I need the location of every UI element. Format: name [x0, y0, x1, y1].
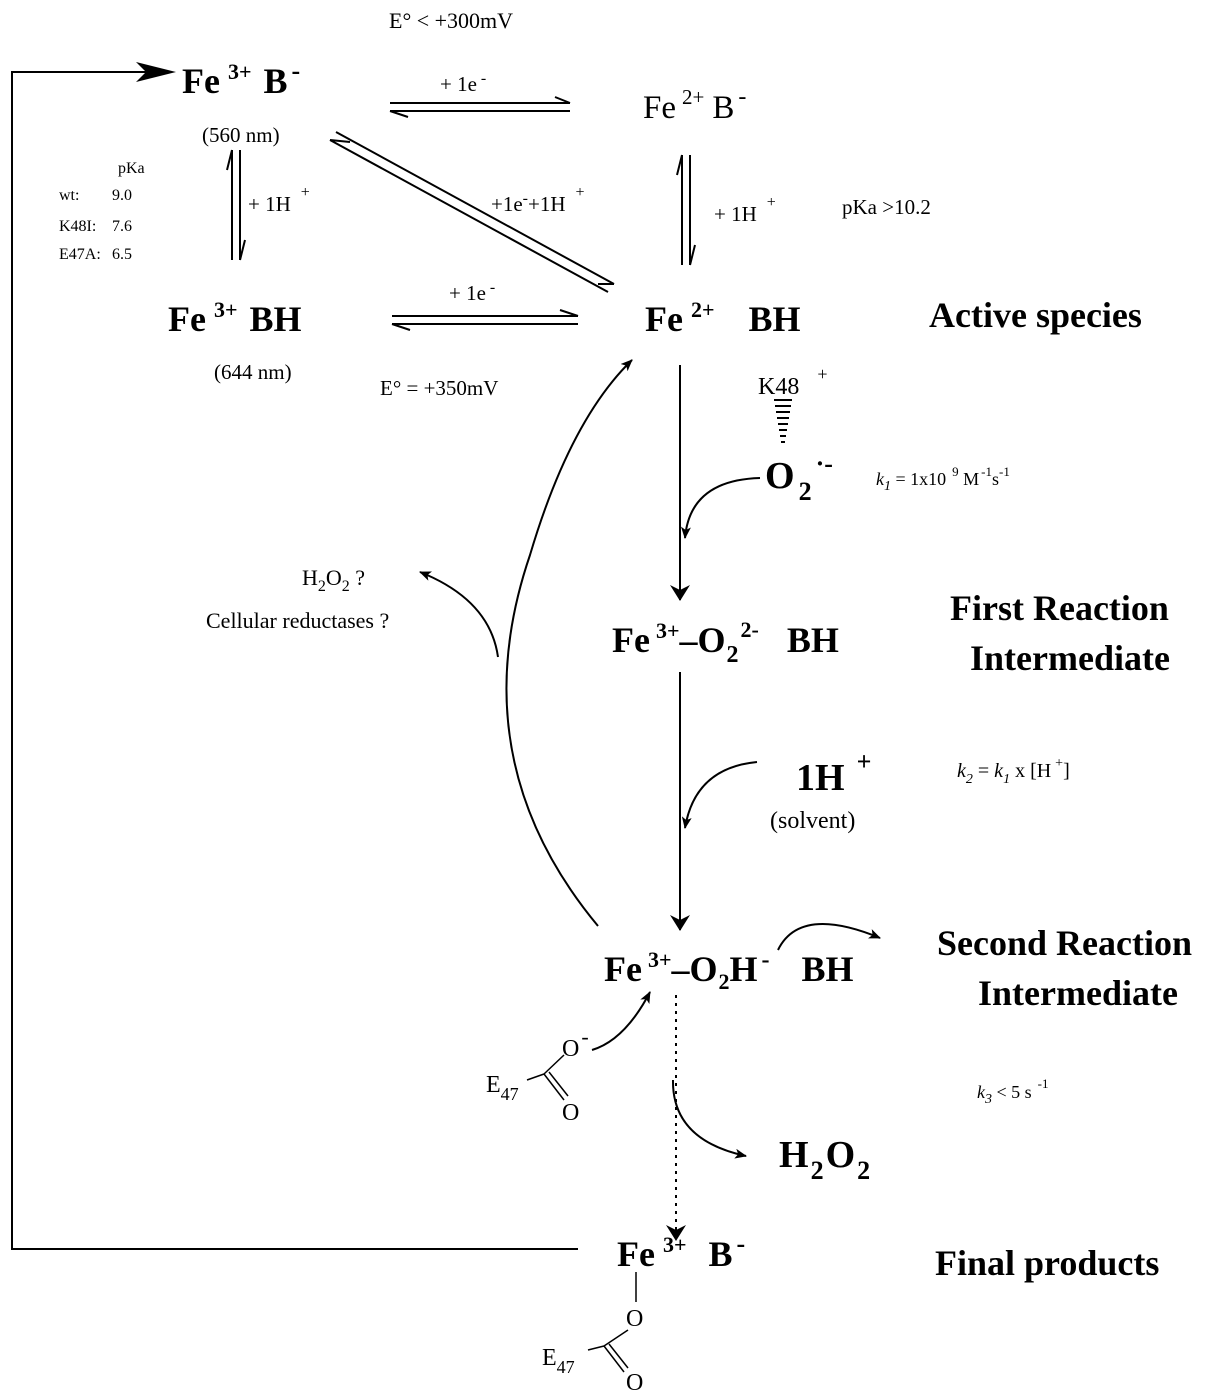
h2o2-product: H2O2 — [779, 1134, 870, 1185]
wavelength-560: (560 nm) — [202, 123, 280, 147]
e47-carboxylate: E47 O- O — [486, 1024, 589, 1126]
pka-row-e47a-value: 6.5 — [112, 246, 132, 263]
pka-header: pKa — [118, 160, 145, 177]
h2o2-question: H2O2 ? — [302, 565, 365, 595]
svg-text:E47: E47 — [486, 1072, 519, 1104]
label-second-intermediate-1: Second Reaction — [937, 923, 1192, 963]
pka-row-wt-label: wt: — [59, 187, 79, 204]
cellular-reductases: Cellular reductases ? — [206, 608, 389, 633]
rate-k2: k2 = k1 x [H+] — [957, 756, 1070, 787]
pka-row-wt-value: 9.0 — [112, 187, 132, 204]
label-first-intermediate-2: Intermediate — [970, 638, 1170, 678]
pka-row-k48i-value: 7.6 — [112, 218, 132, 235]
svg-text:E47: E47 — [542, 1345, 575, 1377]
feedback-loop-line — [11, 71, 578, 1250]
svg-text:O: O — [626, 1370, 643, 1392]
k48-residue: K48+ — [758, 364, 828, 400]
solvent-label: (solvent) — [770, 808, 855, 834]
label-first-intermediate-1: First Reaction — [950, 588, 1169, 628]
label-second-intermediate-2: Intermediate — [978, 973, 1178, 1013]
top-potential: E° < +300mV — [389, 8, 513, 33]
svg-text:O: O — [626, 1306, 643, 1332]
proton: 1H+ — [796, 747, 871, 799]
feedback-loop-head — [136, 62, 176, 82]
svg-text:O: O — [562, 1100, 579, 1126]
rate-k3: k3 < 5 s-1 — [977, 1076, 1049, 1107]
label-final-products: Final products — [935, 1243, 1159, 1283]
label-active-species: Active species — [929, 295, 1142, 335]
k48-hbond — [774, 399, 792, 443]
top-step-label: + 1e- — [440, 70, 486, 96]
wavelength-644: (644 nm) — [214, 360, 292, 384]
left-step-label: + 1H+ — [248, 184, 310, 216]
pka-row-e47a-label: E47A: — [59, 246, 101, 263]
pka-row-k48i-label: K48I: — [59, 218, 96, 235]
right-step-label: + 1H+ — [714, 194, 776, 226]
svg-text:O-: O- — [562, 1024, 589, 1062]
right-pka: pKa >10.2 — [842, 195, 931, 219]
diag-step-label: +1e-+1H+ — [491, 184, 585, 216]
mid-step-label: + 1e- — [449, 279, 495, 305]
e47-carboxylate-bound: O E47 O — [542, 1272, 643, 1392]
arrows — [11, 62, 881, 1250]
mid-potential: E° = +350mV — [380, 376, 498, 400]
